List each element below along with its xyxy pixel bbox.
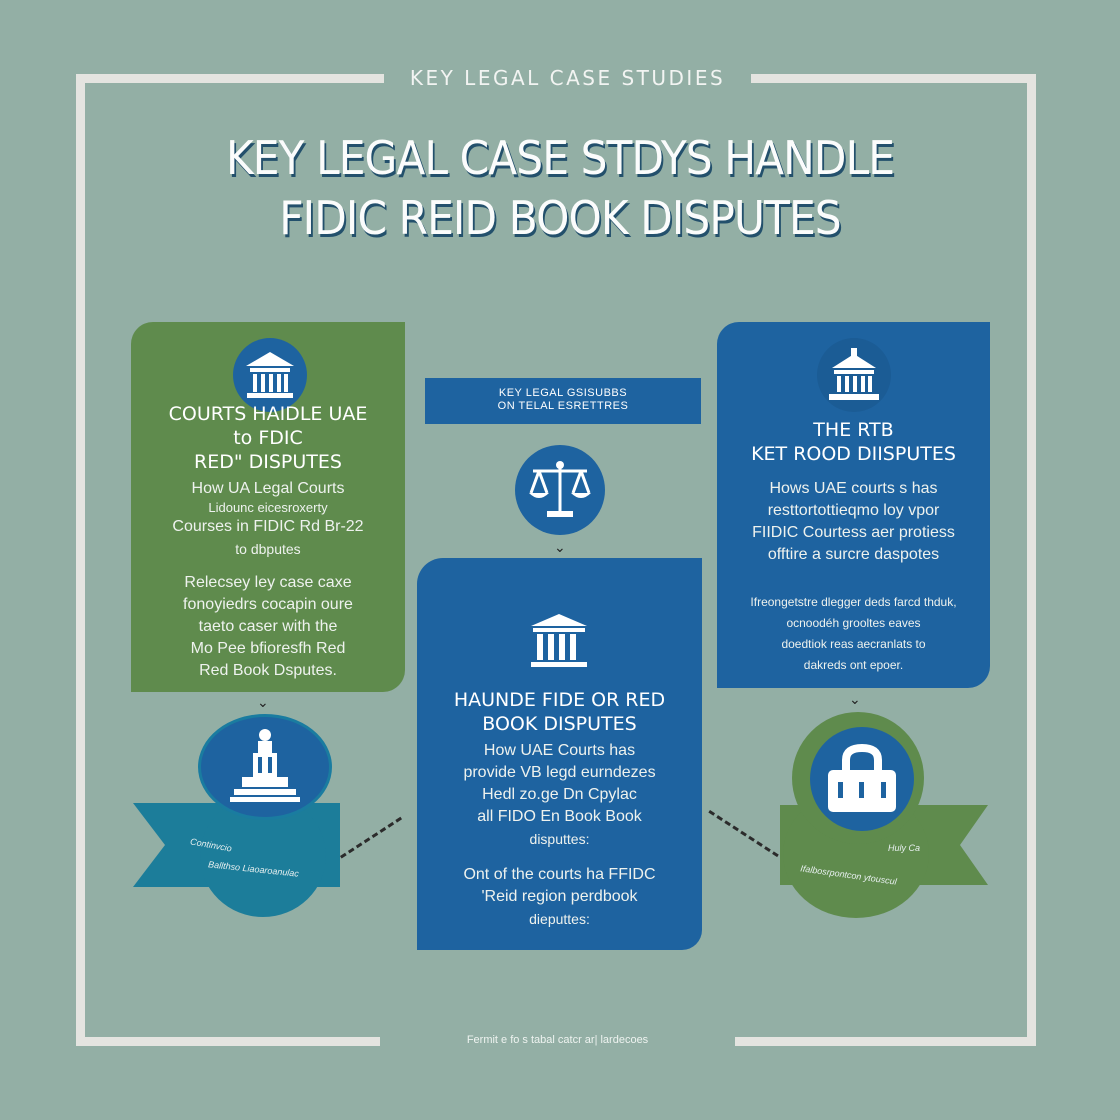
right-card-body: offtire a surcre daspotes bbox=[767, 546, 940, 563]
right-card-body: doedtiok reas aecranlats to bbox=[781, 637, 926, 651]
left-card-content: COURTS HAIDLE UAE to FDIC RED" DISPUTES … bbox=[131, 402, 405, 682]
left-card-title-1: COURTS HAIDLE UAE bbox=[168, 403, 368, 425]
page-title: KEY LEGAL CASE STDYS HANDLE FIDIC REID B… bbox=[137, 128, 983, 248]
center-card-body: provide VB legd eurndezes bbox=[463, 764, 656, 781]
left-card-body: taeto caser with the bbox=[198, 618, 338, 635]
chevron-down-icon: ⌄ bbox=[849, 691, 861, 707]
right-card-content: THE RTB KET ROOD DIISPUTES Hows UAE cour… bbox=[717, 418, 990, 676]
center-card-body: Hedl zo.ge Dn Cpylac bbox=[482, 786, 637, 803]
right-card-body: Ifreongetstre dlegger deds farcd thduk, bbox=[750, 595, 957, 609]
frame-top-left bbox=[76, 74, 384, 83]
frame-top-right bbox=[751, 74, 1036, 83]
kicker-title: KEY LEGAL CASE STUDIES bbox=[409, 66, 726, 90]
right-card-body: Hows UAE courts s has bbox=[769, 480, 938, 497]
left-card-body: Relecsey ley case caxe bbox=[184, 574, 352, 591]
center-card-body: disputtes: bbox=[529, 831, 590, 847]
right-card-body: dakreds ont epoer. bbox=[803, 658, 904, 672]
left-card-body: Mo Pee bfioresfh Red bbox=[190, 640, 346, 657]
left-card-body: fonoyiedrs cocapin oure bbox=[183, 596, 353, 613]
center-card-body: Ont of the courts ha FFIDC bbox=[463, 866, 656, 883]
center-card-title-2: BOOK DISPUTES bbox=[482, 713, 637, 735]
left-card-body: Courses in FIDIC Rd Br-22 bbox=[172, 518, 364, 535]
center-card-body: all FIDO En Book Book bbox=[477, 808, 642, 825]
frame-bottom-right bbox=[735, 1037, 1036, 1046]
center-banner: KEY LEGAL GSISUBBS ON TELAL ESRETTRES bbox=[425, 378, 701, 424]
left-card-body: Lidounc eicesroxerty bbox=[208, 500, 328, 515]
left-case-card: COURTS HAIDLE UAE to FDIC RED" DISPUTES … bbox=[131, 322, 405, 692]
right-card-title-2: KET ROOD DIISPUTES bbox=[751, 443, 956, 465]
right-card-body: ocnoodéh grooltes eaves bbox=[786, 616, 921, 630]
center-card-content: HAUNDE FIDE OR RED BOOK DISPUTES How UAE… bbox=[417, 688, 702, 930]
right-card-body: resttortottieqmo loy vpor bbox=[767, 502, 940, 519]
footer-text: Fermit e fo s tabal catcr ar| lardecoes bbox=[466, 1034, 649, 1046]
chevron-down-icon: ⌄ bbox=[554, 539, 566, 555]
center-banner-line-1: KEY LEGAL GSISUBBS bbox=[498, 387, 628, 399]
frame-right bbox=[1027, 74, 1036, 1046]
center-card-body: How UAE Courts has bbox=[483, 742, 636, 759]
monument-icon bbox=[198, 714, 332, 820]
right-card-body: FIIDIC Courtess aer protiess bbox=[752, 524, 955, 541]
connector-dash-right bbox=[708, 810, 779, 858]
frame-left bbox=[76, 74, 85, 1046]
center-case-card: HAUNDE FIDE OR RED BOOK DISPUTES How UAE… bbox=[417, 558, 702, 950]
left-card-title-2: to FDIC bbox=[233, 427, 303, 449]
left-card-body: Red Book Dsputes. bbox=[199, 662, 337, 679]
lock-icon bbox=[810, 727, 914, 831]
center-card-title-1: HAUNDE FIDE OR RED bbox=[453, 689, 666, 711]
center-banner-line-2: ON TELAL ESRETTRES bbox=[497, 400, 629, 412]
frame-bottom-left bbox=[76, 1037, 380, 1046]
courthouse-icon bbox=[817, 338, 891, 412]
title-line-2: FIDIC REID BOOK DISPUTES bbox=[279, 191, 841, 245]
right-card-title-1: THE RTB bbox=[813, 419, 894, 441]
connector-dash-left bbox=[340, 816, 403, 859]
scales-of-justice-icon bbox=[515, 445, 605, 535]
courthouse-icon bbox=[233, 338, 307, 412]
courthouse-columns-icon bbox=[527, 612, 591, 670]
left-card-title-3: RED" DISPUTES bbox=[194, 451, 342, 473]
chevron-down-icon: ⌄ bbox=[257, 694, 269, 710]
left-card-body: to dbputes bbox=[235, 541, 301, 557]
title-line-1: KEY LEGAL CASE STDYS HANDLE bbox=[225, 131, 895, 185]
center-card-body: dieputtes: bbox=[529, 911, 590, 927]
left-card-body: How UA Legal Courts bbox=[191, 480, 345, 497]
right-case-card: THE RTB KET ROOD DIISPUTES Hows UAE cour… bbox=[717, 322, 990, 688]
right-ribbon-text-1: Huly Ca bbox=[888, 843, 921, 853]
center-card-body: 'Reid region perdbook bbox=[481, 888, 638, 905]
